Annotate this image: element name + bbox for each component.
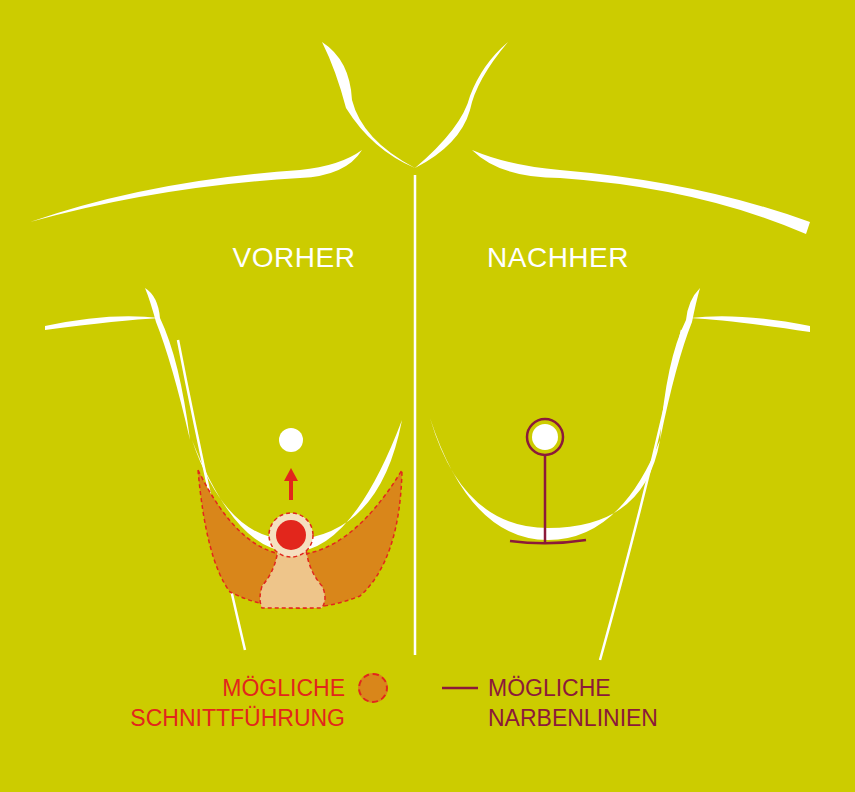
- body-line: [600, 330, 682, 660]
- scar-line: [510, 540, 586, 543]
- nipple-old: [276, 520, 306, 550]
- arrow-head: [284, 468, 298, 481]
- arrow: [289, 480, 293, 500]
- divider-line: [414, 175, 417, 655]
- arm-line: [45, 316, 160, 330]
- incision-keyhole: [260, 548, 325, 608]
- legend-text: MÖGLICHE SCHNITTFÜHRUNG: [95, 673, 345, 733]
- heading-label: VORHER: [194, 242, 394, 274]
- legend-swatch: [358, 673, 388, 703]
- arm-line: [660, 288, 700, 440]
- nipple-new: [279, 428, 303, 452]
- shoulder-line: [30, 150, 362, 222]
- legend-text: MÖGLICHE NARBENLINIEN: [488, 673, 693, 733]
- scar-line: [544, 455, 547, 544]
- neck-line: [322, 42, 415, 168]
- shoulder-line: [472, 150, 810, 234]
- heading-label: NACHHER: [458, 242, 658, 274]
- nipple-old: [269, 513, 313, 557]
- neck-line: [415, 42, 508, 168]
- scar-line: [527, 419, 563, 455]
- nipple: [532, 424, 558, 450]
- legend-line-sample: [442, 687, 478, 690]
- arm-line: [690, 316, 810, 332]
- breast-line: [192, 420, 402, 552]
